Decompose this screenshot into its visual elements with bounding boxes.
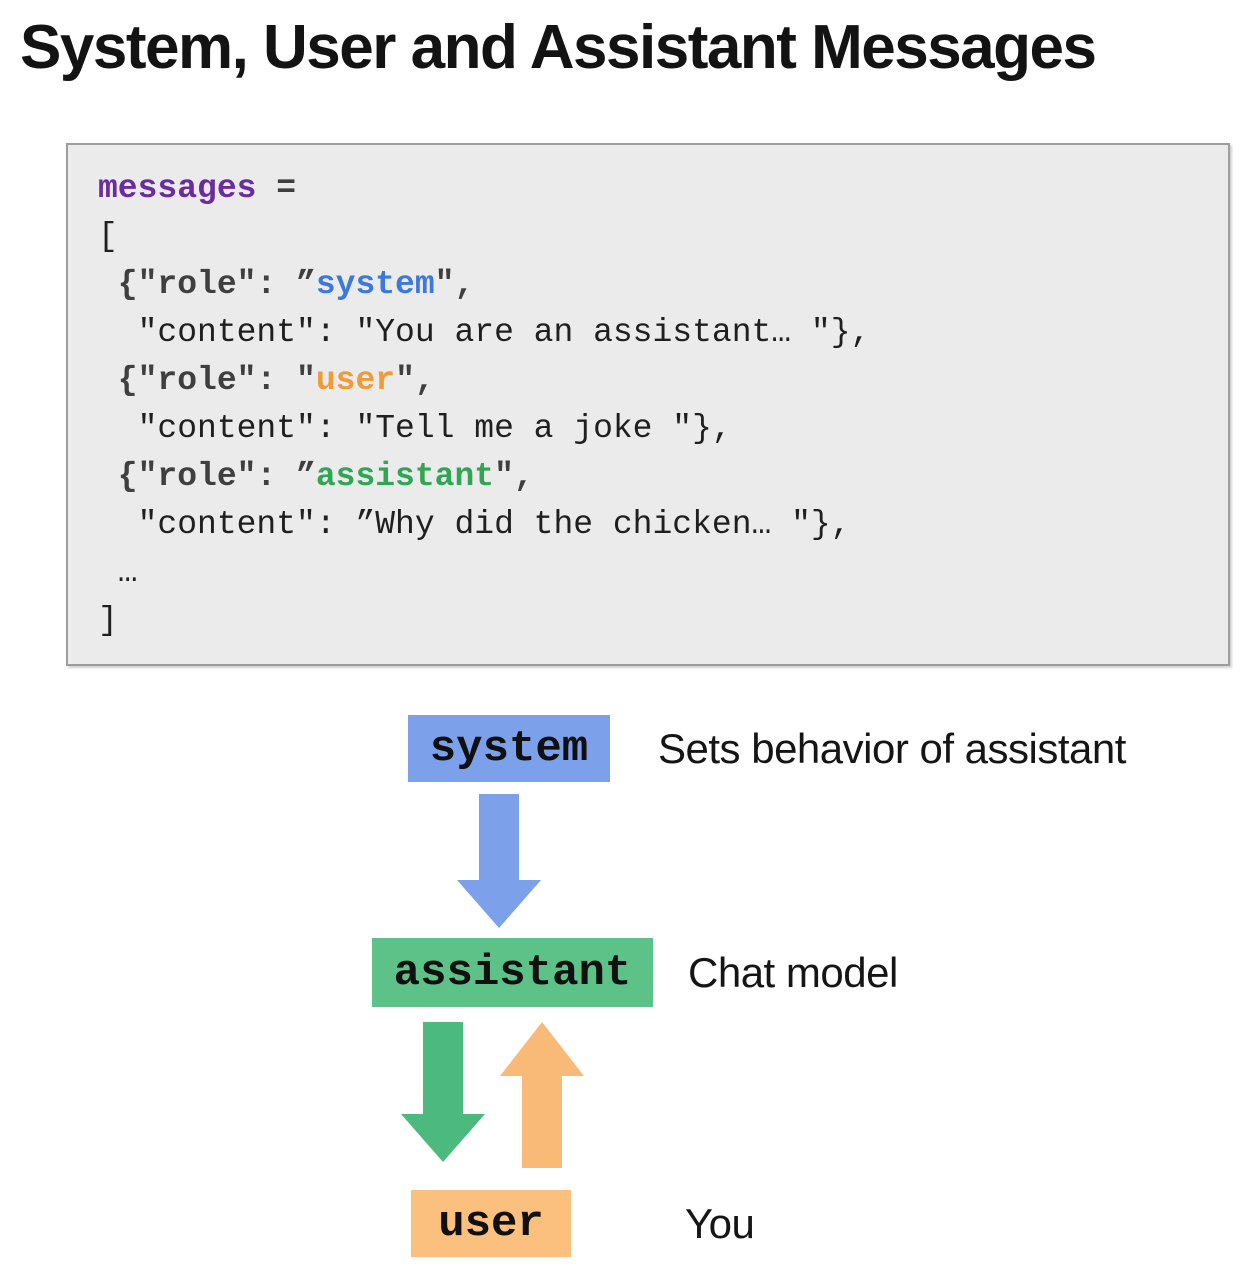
code-line: "content": ”Why did the chicken… "}, — [98, 506, 851, 543]
code-line: "content": "Tell me a joke "}, — [98, 410, 732, 447]
code-line: … — [98, 554, 138, 591]
user-role-label: user — [438, 1198, 544, 1249]
system-annotation: Sets behavior of assistant — [658, 724, 1126, 772]
arrow-down-system-to-assistant-icon — [457, 794, 541, 928]
assistant-role-label: assistant — [393, 947, 632, 998]
arrow-up-user-to-assistant-icon — [500, 1022, 584, 1168]
system-role-label: system — [429, 723, 589, 774]
code-line: {"role": ”assistant", — [98, 458, 534, 495]
code-line: {"role": "user", — [98, 362, 435, 399]
assistant-annotation: Chat model — [688, 948, 898, 996]
code-listing: messages = [ {"role": ”system", "content"… — [68, 145, 1228, 645]
user-role-box: user — [411, 1190, 571, 1257]
arrow-down-assistant-to-user-icon — [401, 1022, 485, 1162]
code-line: [ — [98, 218, 118, 255]
code-line: "content": "You are an assistant… "}, — [98, 314, 871, 351]
code-line: messages = — [98, 170, 297, 207]
assistant-role-box: assistant — [372, 938, 653, 1007]
code-line: {"role": ”system", — [98, 266, 475, 303]
code-line: ] — [98, 602, 118, 639]
user-annotation: You — [685, 1199, 755, 1247]
page-title: System, User and Assistant Messages — [20, 13, 1097, 82]
messages-code-block: messages = [ {"role": ”system", "content"… — [66, 143, 1230, 666]
system-role-box: system — [408, 715, 610, 782]
